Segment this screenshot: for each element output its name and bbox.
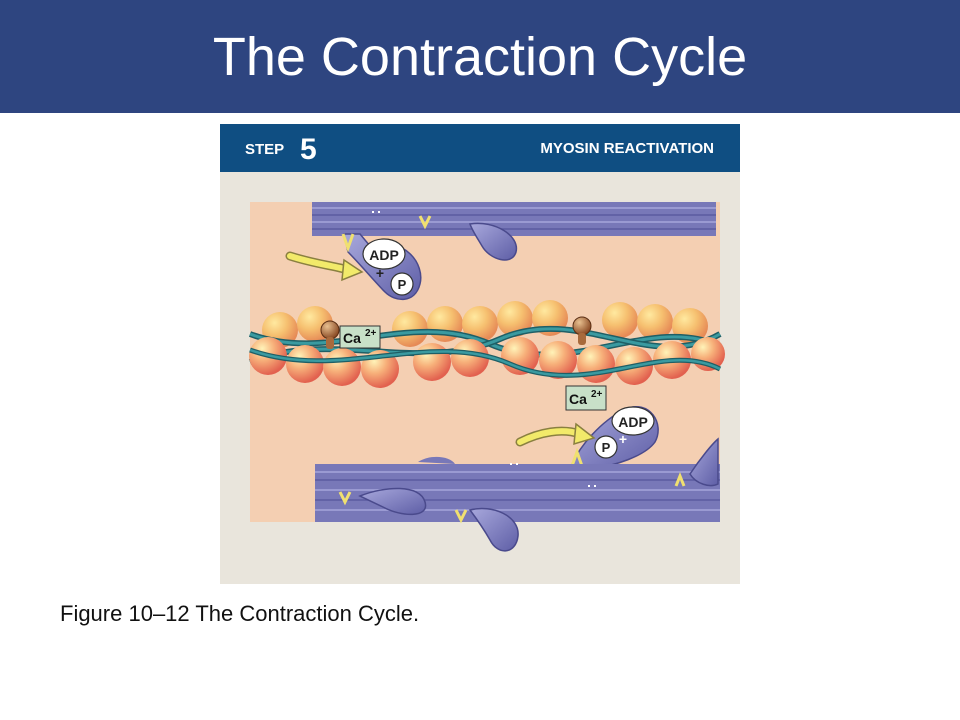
adp-label-bottom: ADP [618,414,648,430]
thin-filament [248,300,725,388]
myosin-head-bottom-right [689,437,719,487]
thick-filament-top [312,202,716,236]
title-bar [0,0,960,113]
adp-label-top: ADP [369,247,399,263]
ca-superscript-2: 2+ [591,389,603,400]
myosin-head-bottom-left [358,487,427,516]
step-number: 5 [300,133,317,166]
step-title: MYOSIN REACTIVATION [540,140,714,157]
step-header-band [220,124,740,172]
p-label-bottom: P [602,440,611,455]
myosin-head-reactivated-bottom: ADP + P [570,406,659,470]
p-label-top: P [398,277,407,292]
step-5-figure: STEP 5 MYOSIN REACTIVATION ADP + P [220,124,740,584]
slide-title: The Contraction Cycle [212,27,748,87]
ca-label-2: Ca [569,391,587,407]
plus-label-top: + [376,265,384,281]
figure-caption: Figure 10–12 The Contraction Cycle. [60,601,420,626]
myosin-head-top-right [469,222,518,261]
plus-label-bottom: + [619,431,627,447]
calcium-ion-label-2: Ca 2+ [565,385,607,411]
contraction-diagram: STEP 5 MYOSIN REACTIVATION ADP + P [220,124,740,584]
ca-label-1: Ca [343,330,361,346]
step-word: STEP [245,141,284,158]
arrow-bottom-head [573,422,596,446]
myosin-head-bottom-middle [468,507,519,552]
thick-filament-bottom [315,456,720,524]
ca-superscript-1: 2+ [365,328,377,339]
calcium-ion-label-1: Ca 2+ [339,325,381,349]
myosin-head-reactivated-top: ADP + P [341,233,422,300]
arrow-top-head [341,258,364,282]
